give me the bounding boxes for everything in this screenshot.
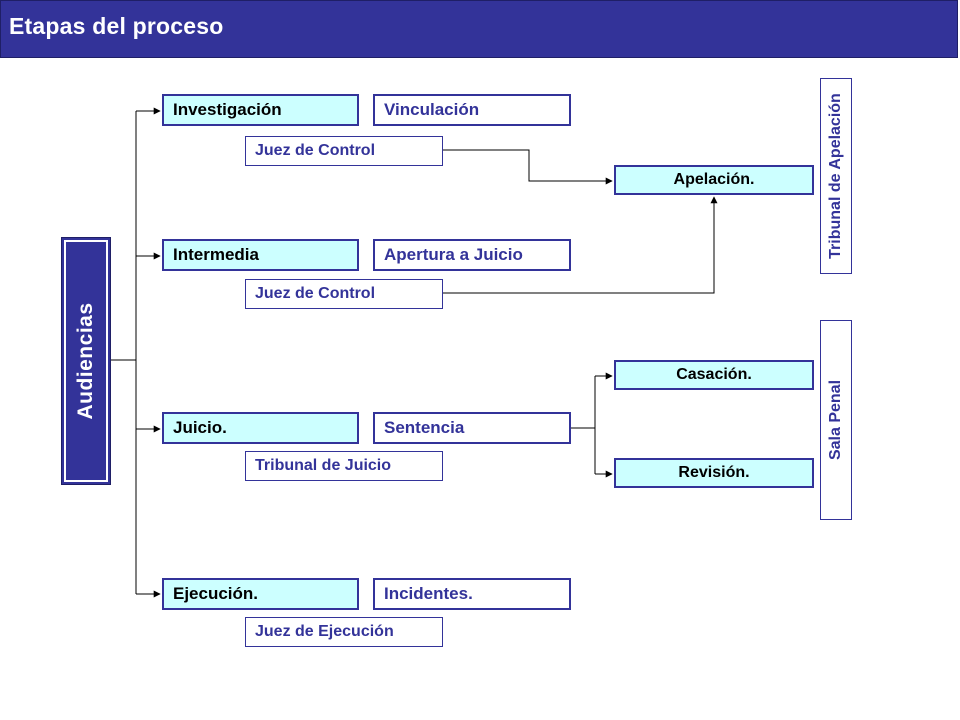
remedy-casacion: Casación. [614,360,814,390]
result-incidentes: Incidentes. [373,578,571,610]
authority-tribunal-juicio-label: Tribunal de Juicio [255,457,392,474]
result-sentencia-label: Sentencia [384,418,465,437]
stage-juicio-label: Juicio. [173,418,227,437]
header-bar: Etapas del proceso [0,0,958,58]
remedy-casacion-label: Casación. [676,366,752,383]
arrow-control2-apelacion [443,196,718,294]
result-apertura-juicio-label: Apertura a Juicio [384,245,523,264]
authority-juez-control-2-label: Juez de Control [255,285,376,302]
authority-juez-ejecucion-label: Juez de Ejecución [255,623,394,640]
audiencias-label: Audiencias [74,302,97,420]
result-apertura-juicio: Apertura a Juicio [373,239,571,271]
audiencias-box: Audiencias [61,237,111,485]
authority-juez-ejecucion: Juez de Ejecución [245,617,443,647]
authority-juez-control-2: Juez de Control [245,279,443,309]
court-sala-penal-label: Sala Penal [827,379,844,461]
court-tribunal-apelacion-label: Tribunal de Apelación [827,93,844,259]
stage-intermedia: Intermedia [162,239,359,271]
remedy-revision-label: Revisión. [678,464,750,481]
remedy-apelacion-label: Apelación. [673,171,755,188]
court-tribunal-apelacion: Tribunal de Apelación [820,78,852,274]
stage-intermedia-label: Intermedia [173,245,259,264]
result-vinculacion-label: Vinculación [384,100,480,119]
court-sala-penal: Sala Penal [820,320,852,520]
authority-tribunal-juicio: Tribunal de Juicio [245,451,443,481]
authority-juez-control-1: Juez de Control [245,136,443,166]
remedy-apelacion: Apelación. [614,165,814,195]
stage-juicio: Juicio. [162,412,359,444]
stage-investigacion: Investigación [162,94,359,126]
result-vinculacion: Vinculación [373,94,571,126]
page-title: Etapas del proceso [9,13,224,39]
result-incidentes-label: Incidentes. [384,584,473,603]
result-sentencia: Sentencia [373,412,571,444]
stage-ejecucion: Ejecución. [162,578,359,610]
authority-juez-control-1-label: Juez de Control [255,142,376,159]
stage-ejecucion-label: Ejecución. [173,584,259,603]
arrow-control-apelacion [443,149,613,185]
stage-investigacion-label: Investigación [173,100,282,119]
remedy-revision: Revisión. [614,458,814,488]
